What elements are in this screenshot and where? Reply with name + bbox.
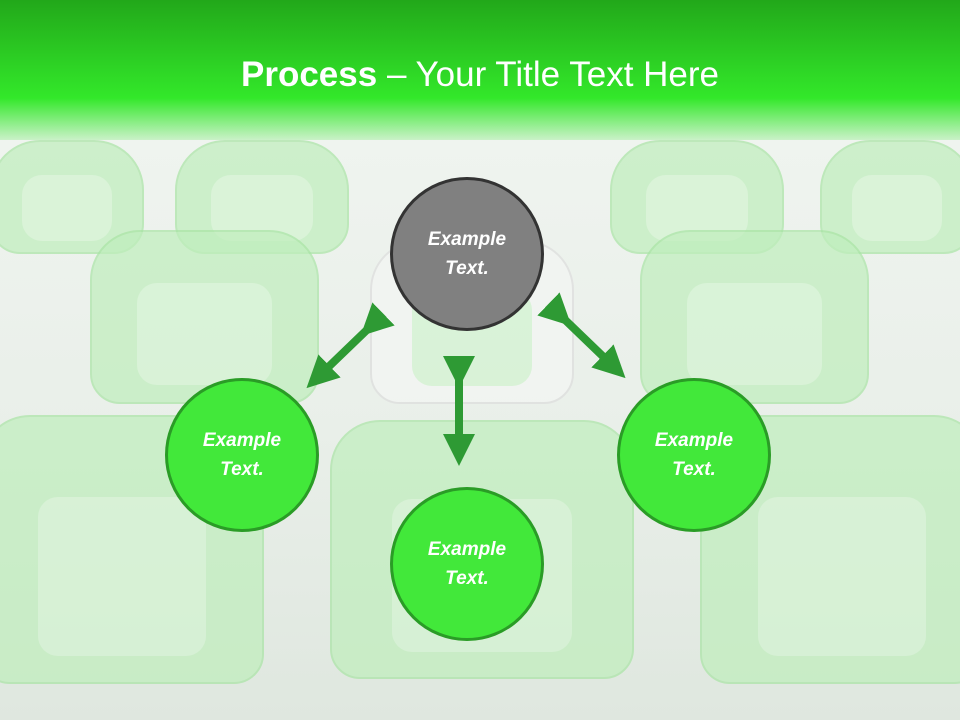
double-arrow-left	[306, 302, 395, 389]
header-band	[0, 0, 960, 140]
background-chair	[90, 230, 319, 404]
title-rest: – Your Title Text Here	[377, 55, 719, 94]
title-bold: Process	[241, 55, 378, 94]
double-arrow-right	[537, 292, 626, 379]
background-chair	[640, 230, 869, 404]
background-chair	[0, 140, 144, 254]
slide-title: Process – Your Title Text Here	[0, 55, 960, 95]
background-chair	[820, 140, 960, 254]
background-chair	[0, 415, 264, 684]
